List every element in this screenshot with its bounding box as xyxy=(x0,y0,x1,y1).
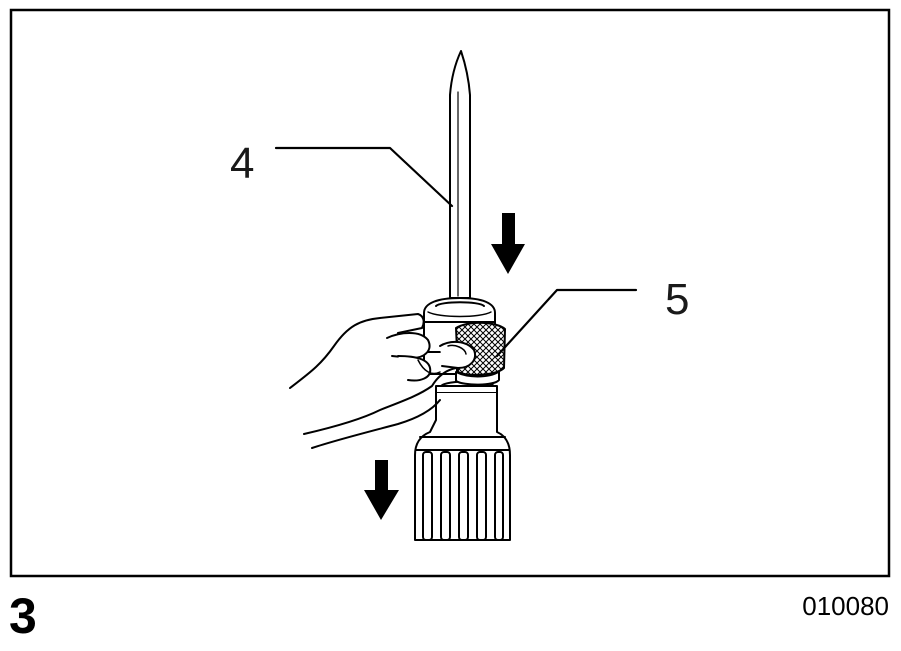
pin xyxy=(449,50,471,299)
callout-label-5: 5 xyxy=(665,275,689,324)
leader-line-5 xyxy=(495,288,638,358)
figure-code: 010080 xyxy=(802,591,889,621)
hand xyxy=(289,313,476,449)
down-arrow-icon xyxy=(491,213,525,274)
callout-label-4: 4 xyxy=(230,139,254,188)
tool-body xyxy=(414,380,511,541)
down-arrow-icon xyxy=(364,460,399,520)
leader-line-4 xyxy=(274,146,454,208)
figure-number: 3 xyxy=(9,588,37,644)
